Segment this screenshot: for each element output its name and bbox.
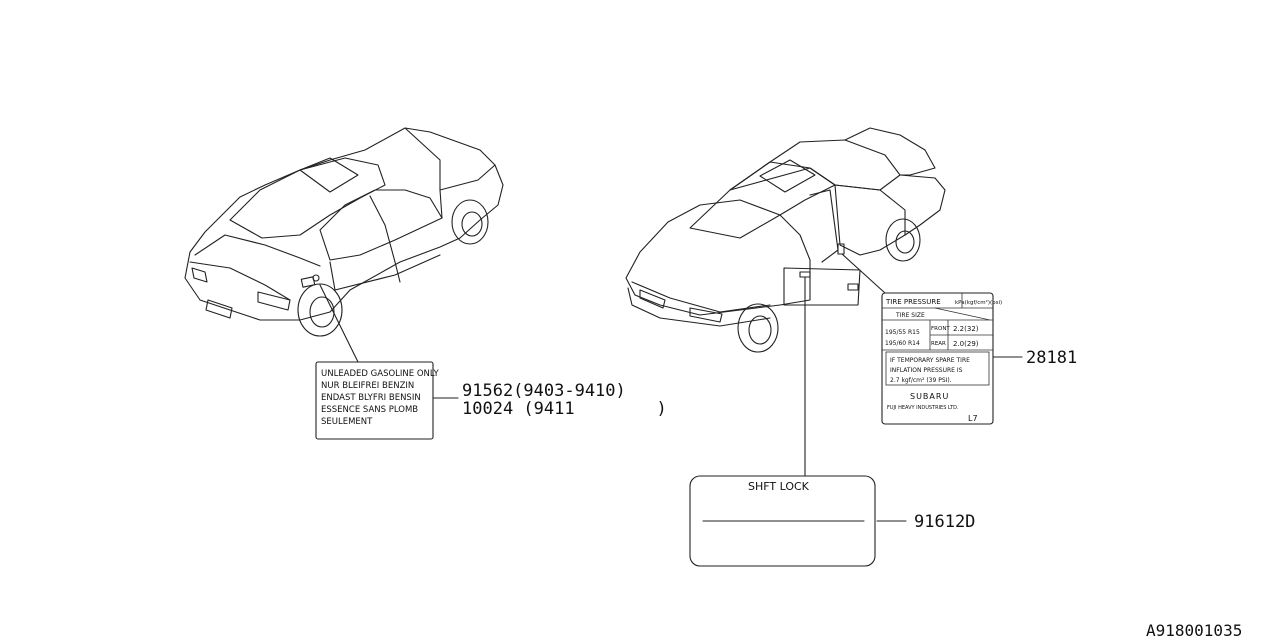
fuel-label <box>315 361 459 440</box>
tire-size-2: 195/60 R14 <box>885 340 920 347</box>
tire-label-code: L7 <box>968 414 978 423</box>
fuel-label-line-2: NUR BLEIFREI BENZIN <box>321 381 414 391</box>
rear-view-car <box>184 127 504 337</box>
tire-label-title: TIRE PRESSURE <box>885 298 941 306</box>
tire-note-line-3: 2.7 kgf/cm² (39 PSI). <box>890 377 952 384</box>
tire-note-line-1: IF TEMPORARY SPARE TIRE <box>890 357 970 364</box>
front-view-car <box>625 127 946 353</box>
tire-position-rear: REAR <box>931 341 946 347</box>
shift-label-title: SHFT LOCK <box>748 480 810 493</box>
shift-lock-label <box>689 475 907 567</box>
tire-size-header: TIRE SIZE <box>895 312 925 319</box>
tire-label-brand: SUBARU <box>910 392 949 401</box>
tire-label-maker: FUJI HEAVY INDUSTRIES LTD. <box>887 405 959 411</box>
shift-part-number: 91612D <box>914 512 975 532</box>
fuel-label-leader <box>319 284 359 363</box>
tire-position-front: FRONT <box>931 326 950 332</box>
tire-size-1: 195/55 R15 <box>885 329 920 336</box>
tire-part-number: 28181 <box>1026 348 1077 368</box>
tire-pressure-label <box>881 292 1023 425</box>
tire-pressure-front: 2.2(32) <box>953 325 979 333</box>
diagram-id: A918001035 <box>1146 621 1242 640</box>
fuel-label-line-3: ENDAST BLYFRI BENSIN <box>321 393 421 403</box>
fuel-label-line-5: SEULEMENT <box>321 417 373 427</box>
fuel-part-number-1: 91562(9403-9410) <box>462 381 626 401</box>
fuel-part-number-2: 10024 (9411 ) <box>462 399 667 419</box>
fuel-label-line-4: ESSENCE SANS PLOMB <box>321 405 418 415</box>
fuel-label-line-1: UNLEADED GASOLINE ONLY <box>321 369 439 379</box>
tire-pressure-rear: 2.0(29) <box>953 340 979 348</box>
tire-label-leader <box>841 253 886 294</box>
tire-note-line-2: INFLATION PRESSURE IS <box>890 367 963 374</box>
tire-label-unit: kPa(kgf/cm²)(psi) <box>955 299 1002 306</box>
